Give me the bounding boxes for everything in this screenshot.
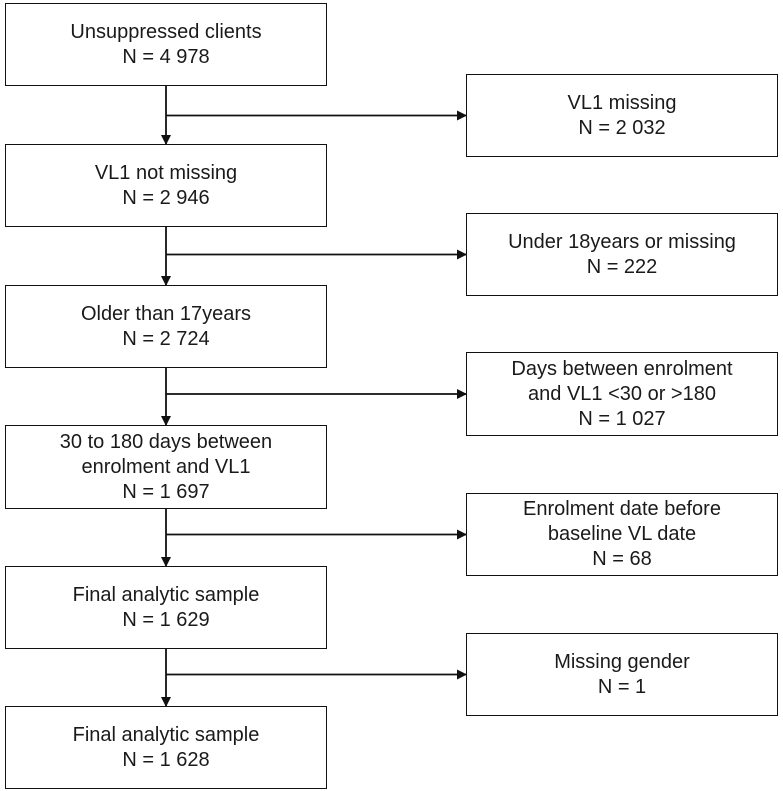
box-label: Final analytic sample — [72, 723, 260, 746]
box-vl1-not-missing: VL1 not missing N = 2 946 — [5, 144, 327, 227]
box-count: N = 1 629 — [122, 608, 210, 631]
box-days-between-enrolment-and-vl1: Days between enrolment and VL1 <30 or >1… — [466, 352, 778, 436]
box-final-analytic-sample-1: Final analytic sample N = 1 629 — [5, 566, 327, 649]
box-missing-gender: Missing gender N = 1 — [466, 633, 778, 716]
box-label: Under 18years or missing — [508, 230, 736, 253]
box-final-analytic-sample-2: Final analytic sample N = 1 628 — [5, 706, 327, 789]
box-unsuppressed-clients: Unsuppressed clients N = 4 978 — [5, 3, 327, 86]
box-label: Older than 17years — [80, 302, 252, 325]
box-count: N = 1 027 — [578, 407, 666, 430]
box-count: N = 2 946 — [122, 186, 210, 209]
box-label: Unsuppressed clients — [70, 20, 262, 43]
box-label-line-2: enrolment and VL1 — [81, 455, 251, 478]
box-count: N = 2 724 — [122, 327, 210, 350]
box-count: N = 68 — [592, 548, 652, 570]
box-vl1-missing: VL1 missing N = 2 032 — [466, 74, 778, 157]
box-label-line-1: 30 to 180 days between — [59, 430, 273, 453]
box-count: N = 222 — [586, 255, 658, 278]
box-label: VL1 not missing — [94, 161, 238, 184]
box-label-line-1: Days between enrolment — [511, 357, 733, 380]
box-30-to-180-days: 30 to 180 days between enrolment and VL1… — [5, 425, 327, 509]
box-label-line-2: and VL1 <30 or >180 — [528, 382, 716, 405]
box-count: N = 4 978 — [122, 45, 210, 68]
connector-group — [161, 86, 467, 707]
box-label: Missing gender — [554, 650, 690, 673]
box-older-than-17years: Older than 17years N = 2 724 — [5, 285, 327, 368]
box-label: Final analytic sample — [72, 583, 260, 606]
box-count: N = 1 — [597, 675, 647, 698]
box-label: VL1 missing — [567, 91, 677, 114]
box-under-18years-or-missing: Under 18years or missing N = 222 — [466, 213, 778, 296]
box-label-line-1: Enrolment date before — [523, 498, 721, 520]
box-label-line-2: baseline VL date — [547, 523, 697, 545]
box-count: N = 1 628 — [122, 748, 210, 771]
box-count: N = 1 697 — [122, 480, 210, 503]
box-count: N = 2 032 — [578, 116, 666, 139]
box-enrolment-date-before-baseline: Enrolment date before baseline VL date N… — [466, 493, 778, 576]
